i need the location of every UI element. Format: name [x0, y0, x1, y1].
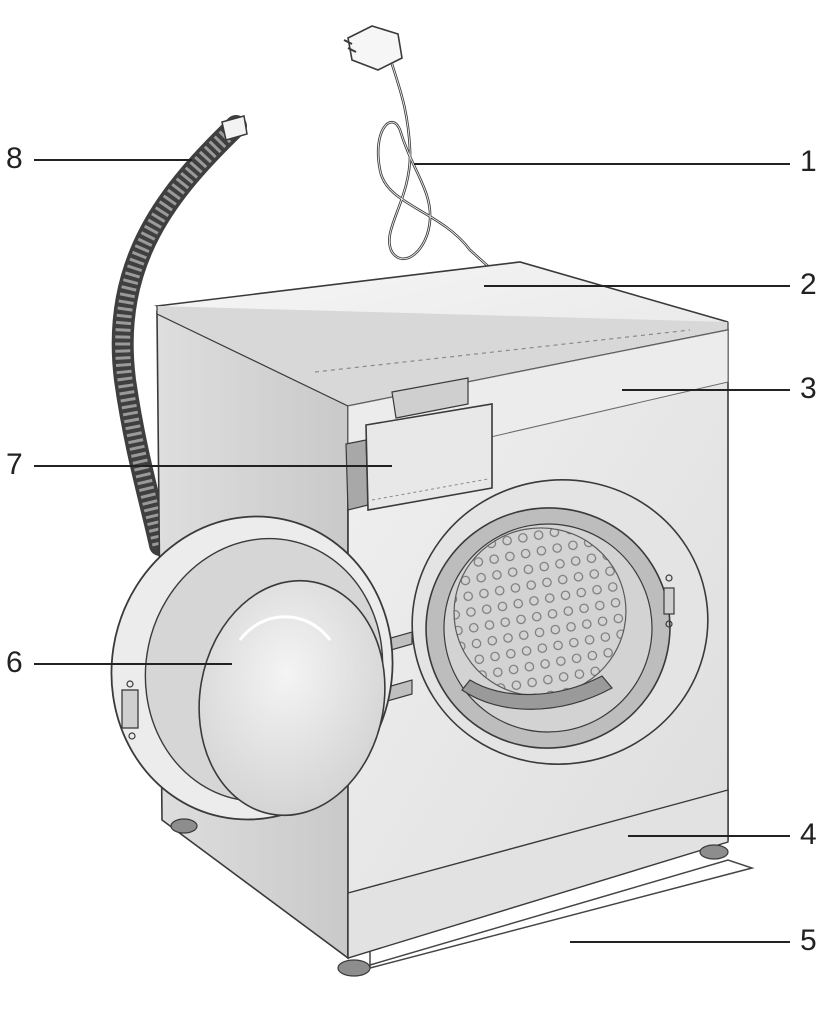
- callout-5: 5: [800, 926, 817, 956]
- callout-6: 6: [6, 648, 23, 678]
- foot-front-left: [338, 960, 370, 976]
- foot-rear-left: [171, 819, 197, 833]
- callout-4: 4: [800, 820, 817, 850]
- foot-front-right: [700, 845, 728, 859]
- hose-end: [222, 116, 247, 140]
- callout-7: 7: [6, 450, 23, 480]
- callout-2: 2: [800, 270, 817, 300]
- power-cord: [378, 64, 490, 268]
- callout-1: 1: [800, 147, 817, 177]
- callout-8: 8: [6, 144, 23, 174]
- callout-3: 3: [800, 374, 817, 404]
- door-handle: [122, 690, 138, 728]
- door-lock-receptacle: [664, 588, 674, 614]
- power-plug: [348, 26, 402, 70]
